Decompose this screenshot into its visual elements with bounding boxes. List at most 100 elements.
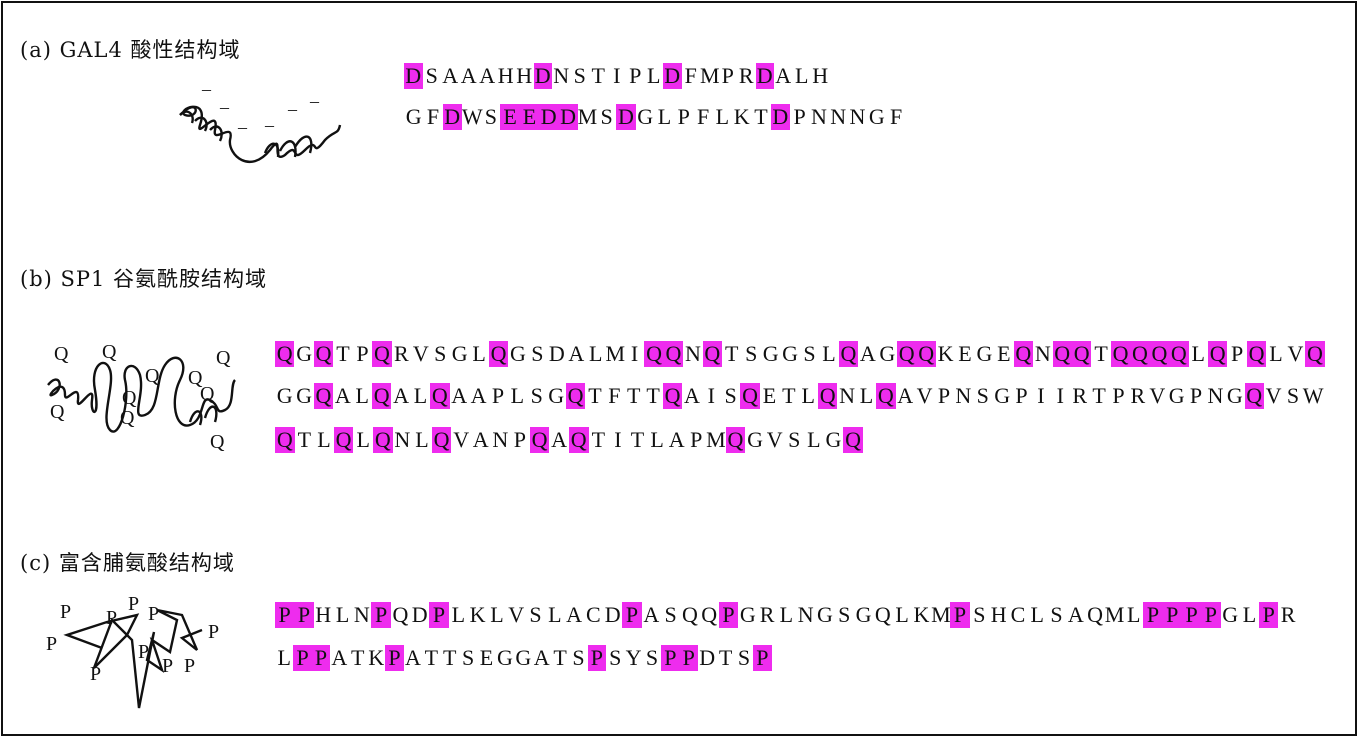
highlighted-residue: D <box>442 104 462 130</box>
residue: E <box>762 383 777 408</box>
highlighted-residue: P <box>371 602 391 628</box>
residue: A <box>1067 602 1084 627</box>
highlighted-residue: Q <box>1149 341 1170 367</box>
residue: H <box>497 63 514 88</box>
residue: G <box>637 104 654 129</box>
residue: L <box>356 427 370 452</box>
highlighted-residue: P <box>661 645 680 671</box>
residue: P <box>793 104 806 129</box>
residue: I <box>707 383 715 408</box>
residue: I <box>1037 383 1045 408</box>
charge-mark: – <box>219 97 230 117</box>
highlighted-residue: P <box>1259 602 1279 628</box>
residue: Q <box>392 602 409 627</box>
residue: W <box>1302 383 1324 408</box>
residue: S <box>1286 383 1300 408</box>
residue: G <box>762 341 779 366</box>
highlighted-residue: Q <box>1071 341 1092 367</box>
highlighted-residue: Q <box>1130 341 1150 367</box>
residue: T <box>351 645 365 670</box>
highlighted-residue: Q <box>817 383 838 409</box>
highlighted-residue: Q <box>1208 341 1228 367</box>
residue: N <box>1034 341 1051 366</box>
highlighted-residue: P <box>294 602 314 628</box>
residue: G <box>296 383 313 408</box>
residue: P <box>1231 341 1244 366</box>
residue: T <box>553 645 567 670</box>
residue: P <box>1112 383 1125 408</box>
residue: G <box>548 383 565 408</box>
highlighted-residue: Q <box>838 341 859 367</box>
residue: Q <box>874 602 891 627</box>
residue: T <box>588 383 602 408</box>
residue: A <box>479 63 496 88</box>
residue: V <box>766 427 783 452</box>
highlighted-residue: P <box>587 645 607 671</box>
highlighted-residue: Q <box>702 341 723 367</box>
residue: S <box>724 383 737 408</box>
residue: A <box>551 427 568 452</box>
glutamine-coil-icon: Q Q Q Q Q Q Q Q Q Q <box>47 341 237 453</box>
residue: Q <box>701 602 718 627</box>
residue: S <box>664 602 677 627</box>
residue: K <box>937 341 954 366</box>
residue: L <box>277 645 291 670</box>
residue: T <box>424 645 439 670</box>
residue: A <box>404 645 421 670</box>
highlighted-residue: D <box>663 63 682 89</box>
highlighted-residue: P <box>275 602 295 628</box>
residue: G <box>976 341 993 366</box>
highlighted-residue: P <box>1143 602 1163 628</box>
residue: C <box>586 602 601 627</box>
highlighted-residue: D <box>404 63 423 89</box>
residue-label: Q <box>120 407 135 429</box>
residue: M <box>605 341 625 366</box>
highlighted-residue: Q <box>333 427 354 453</box>
residue-label: Q <box>210 431 225 453</box>
residue: F <box>684 63 697 88</box>
residue: L <box>801 383 815 408</box>
residue: G <box>994 383 1011 408</box>
residue: G <box>510 341 526 366</box>
highlighted-residue: Q <box>1244 383 1264 409</box>
residue: P <box>629 63 642 88</box>
residue: L <box>779 602 794 627</box>
highlighted-residue: P <box>293 645 312 671</box>
residue: D <box>411 602 428 627</box>
highlighted-residue: Q <box>1013 341 1034 367</box>
residue: K <box>368 645 385 670</box>
residue: L <box>895 602 909 627</box>
residue: S <box>600 104 613 129</box>
residue: N <box>810 104 827 129</box>
highlighted-residue: P <box>429 602 449 628</box>
highlighted-residue: Q <box>371 383 392 409</box>
residue-label: P <box>148 603 159 625</box>
residue: N <box>492 427 509 452</box>
highlighted-residue: Q <box>843 427 863 453</box>
residue: T <box>1094 341 1108 366</box>
highlighted-residue: Q <box>275 341 295 367</box>
residue: S <box>1050 602 1063 627</box>
residue: N <box>1207 383 1224 408</box>
residue: I <box>630 341 639 366</box>
residue: N <box>839 383 855 408</box>
highlighted-residue: P <box>385 645 404 671</box>
residue: L <box>647 63 661 88</box>
residue: A <box>566 602 583 627</box>
residue: L <box>650 427 664 452</box>
residue: M <box>706 427 726 452</box>
residue: V <box>1265 383 1282 408</box>
residue: G <box>747 427 763 452</box>
residue-label: P <box>138 641 149 663</box>
highlighted-residue: Q <box>1305 341 1325 367</box>
residue: P <box>513 427 527 452</box>
residue: W <box>461 104 483 129</box>
residue: C <box>1010 602 1026 627</box>
residue: T <box>754 104 768 129</box>
section-a-title: (a) GAL4 酸性结构域 <box>20 38 241 62</box>
highlighted-residue: Q <box>430 383 450 409</box>
residue: A <box>393 383 409 408</box>
residue: T <box>627 383 641 408</box>
